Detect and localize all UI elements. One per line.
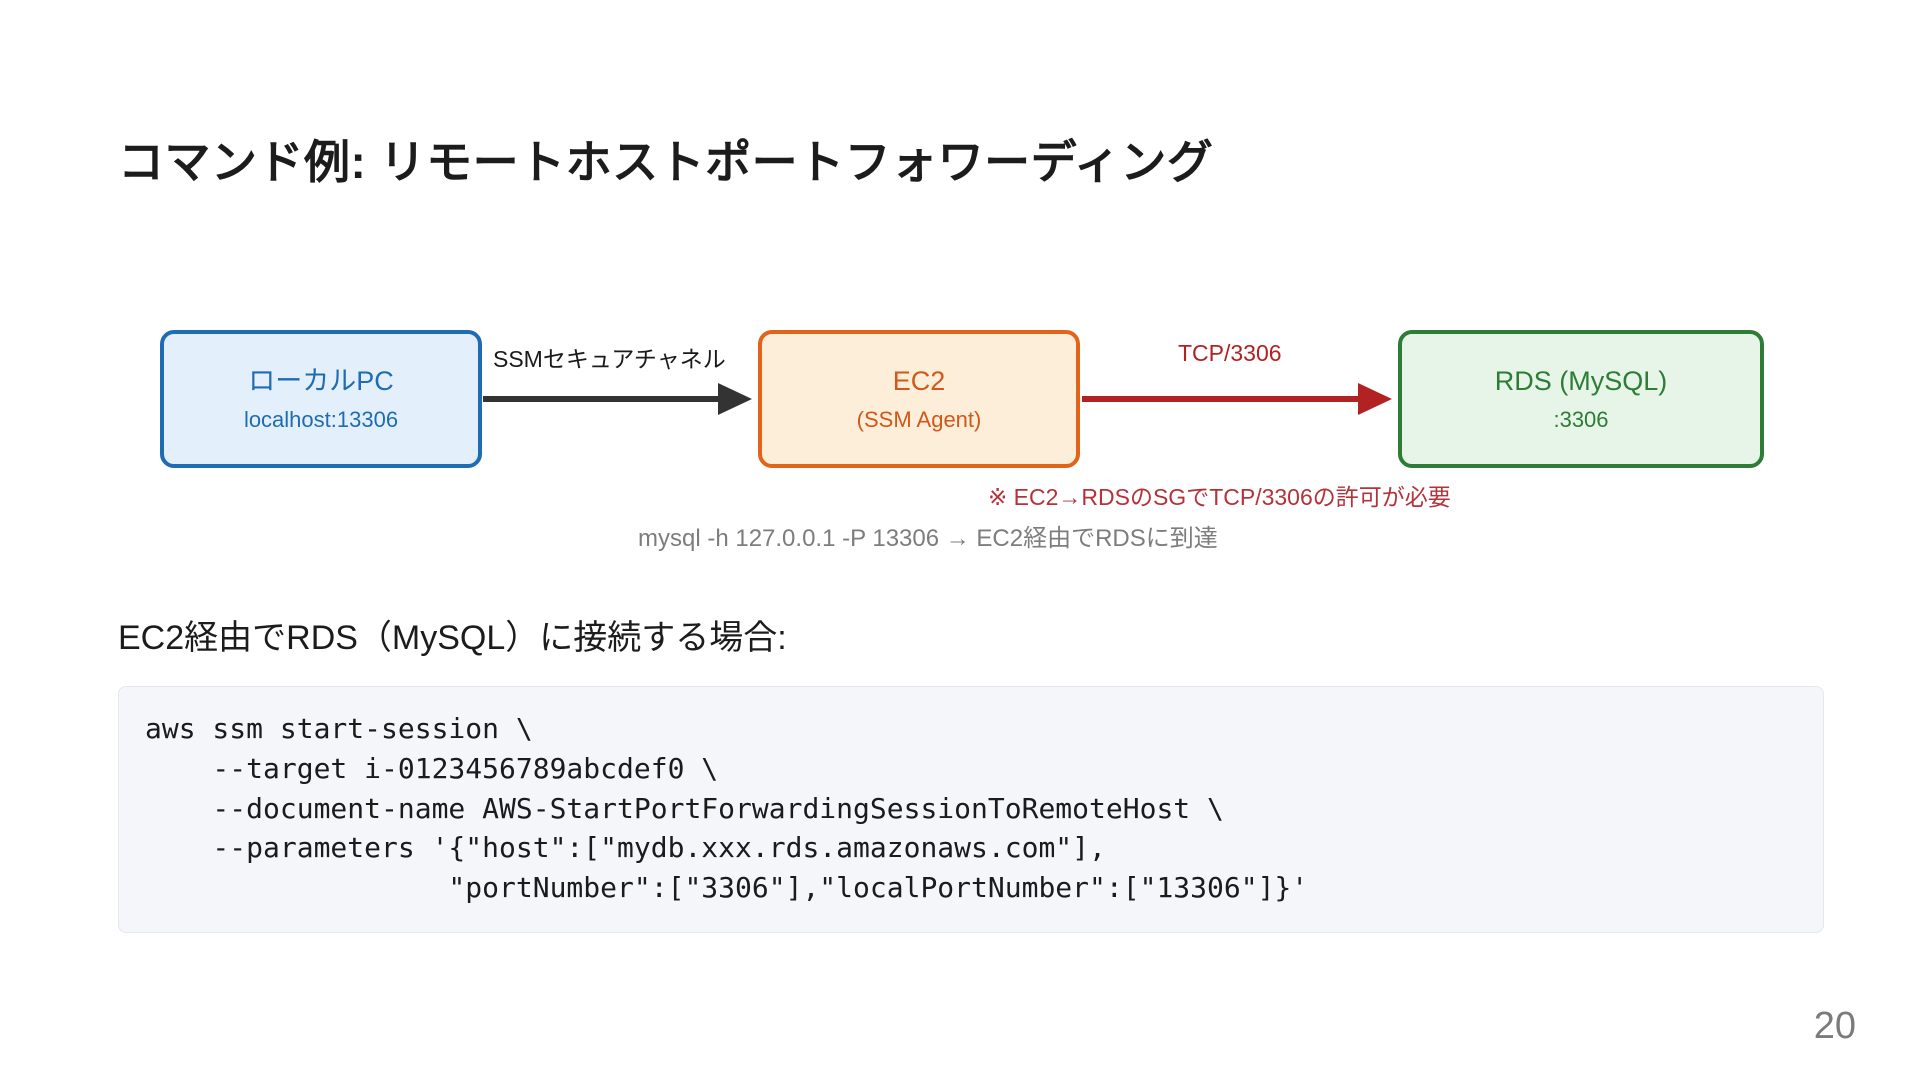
section-caption: EC2経由でRDS（MySQL）に接続する場合: [118, 619, 787, 657]
diagram-node-local-pc: ローカルPC localhost:13306 [160, 330, 482, 468]
page-title: コマンド例: リモートホストポートフォワーディング [118, 136, 1214, 188]
code-block-text: aws ssm start-session \ --target i-01234… [145, 712, 1309, 904]
node-subtitle-local-pc: localhost:13306 [243, 406, 399, 432]
node-title-local-pc: ローカルPC [248, 366, 394, 397]
arrow-head-ssm-channel [718, 383, 752, 415]
node-subtitle-ec2: (SSM Agent) [856, 406, 982, 432]
architecture-diagram: ローカルPC localhost:13306 SSMセキュアチャネル EC2 (… [0, 300, 1920, 570]
node-title-rds: RDS (MySQL) [1494, 366, 1668, 397]
arrow-head-tcp-3306 [1358, 383, 1392, 415]
code-block: aws ssm start-session \ --target i-01234… [118, 686, 1824, 933]
arrow-line-tcp-3306 [1082, 396, 1362, 402]
arrow-label-tcp-3306: TCP/3306 [1178, 340, 1282, 366]
node-subtitle-rds: :3306 [1553, 406, 1609, 432]
diagram-node-rds: RDS (MySQL) :3306 [1398, 330, 1764, 468]
node-title-ec2: EC2 [892, 366, 946, 397]
mysql-command-note: mysql -h 127.0.0.1 -P 13306 → EC2経由でRDSに… [638, 525, 1218, 552]
arrow-line-ssm-channel [483, 396, 721, 402]
security-group-note: ※ EC2→RDSのSGでTCP/3306の許可が必要 [988, 484, 1451, 510]
arrow-label-ssm-channel: SSMセキュアチャネル [493, 346, 726, 372]
diagram-node-ec2: EC2 (SSM Agent) [758, 330, 1080, 468]
page-number: 20 [1813, 1005, 1856, 1047]
